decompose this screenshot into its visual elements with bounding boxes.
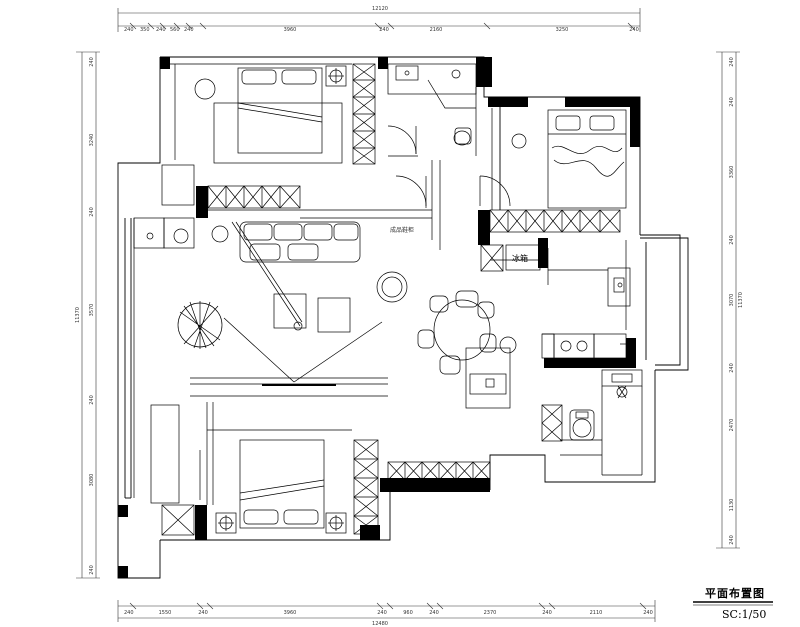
right-dim: 1130	[729, 499, 735, 512]
left-dim: 3240	[89, 134, 95, 147]
drawing-title: 平面布置图	[705, 586, 765, 600]
left-dim: 240	[89, 207, 95, 217]
right-dim: 3070	[729, 294, 735, 307]
top-dim: 240	[156, 27, 166, 33]
top-total-dim: 12120	[372, 6, 388, 12]
left-dim: 240	[89, 395, 95, 405]
title-block: 平面布置图 SC:1/50	[693, 586, 773, 621]
second-bedroom	[479, 108, 627, 210]
living-room	[133, 175, 432, 504]
left-dim: 240	[89, 57, 95, 67]
top-dim: 240	[629, 27, 639, 33]
kitchen	[505, 240, 631, 359]
top-dim: 240	[379, 27, 389, 33]
bottom-bathroom	[560, 369, 643, 476]
dimension-lines	[76, 8, 740, 622]
bottom-dim: 240	[542, 610, 552, 616]
wardrobe-cells	[161, 63, 621, 536]
right-dim: 240	[729, 535, 735, 545]
bottom-dim: 1550	[159, 610, 172, 616]
bottom-dim: 2110	[590, 610, 603, 616]
right-dim: 240	[729, 235, 735, 245]
right-dim: 2470	[729, 419, 735, 432]
right-dim: 240	[729, 363, 735, 373]
bottom-total-dim: 12480	[372, 621, 388, 627]
bottom-dim: 240	[377, 610, 387, 616]
dining-area	[417, 160, 545, 409]
third-bedroom	[199, 402, 352, 534]
top-dim: 350	[140, 27, 150, 33]
bottom-dim: 240	[429, 610, 439, 616]
fridge-label: 冰箱	[512, 253, 528, 263]
shoe-cabinet-label: 成品鞋柜	[390, 226, 414, 234]
bottom-dim: 3960	[284, 610, 297, 616]
bottom-dim: 240	[643, 610, 653, 616]
top-dim: 240	[184, 27, 194, 33]
drawing-scale: SC:1/50	[722, 608, 766, 621]
right-dim: 240	[729, 57, 735, 67]
top-dim: 560	[170, 27, 180, 33]
top-dim: 3250	[556, 27, 569, 33]
top-dim: 3960	[284, 27, 297, 33]
bottom-dim: 240	[124, 610, 134, 616]
right-dim: 240	[729, 97, 735, 107]
bottom-dim: 2370	[484, 610, 497, 616]
left-dim: 240	[89, 565, 95, 575]
wall-outlines	[117, 56, 689, 579]
right-dim: 3360	[729, 166, 735, 179]
top-dim: 2160	[430, 27, 443, 33]
dimension-ticks	[129, 22, 647, 610]
top-dim: 240	[124, 27, 134, 33]
solid-walls	[118, 57, 640, 578]
master-bedroom	[170, 63, 352, 164]
left-total-dim: 11370	[75, 307, 81, 323]
bottom-dim: 240	[198, 610, 208, 616]
top-bathroom	[387, 63, 477, 157]
left-dim: 3080	[89, 474, 95, 487]
right-total-dim: 11370	[738, 292, 744, 308]
left-dim: 3570	[89, 304, 95, 317]
bottom-dim: 960	[403, 610, 413, 616]
